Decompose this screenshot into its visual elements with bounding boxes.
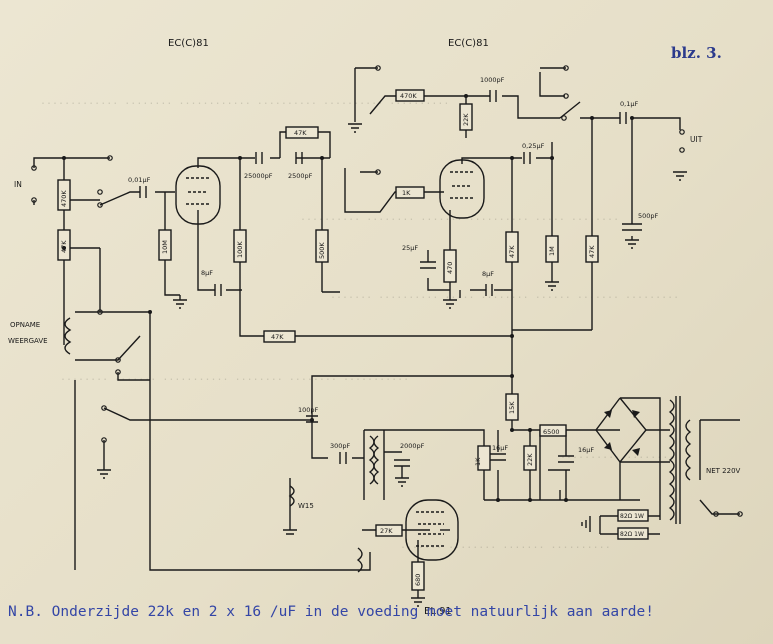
playback-label: WEERGAVE [8, 337, 48, 345]
label-r-15k: 15K [508, 401, 516, 414]
label-r-500k: 500K [318, 242, 326, 259]
label-c-16a: 16µF [492, 444, 508, 452]
handwritten-note: N.B. Onderzijde 22k en 2 x 16 /uF in de … [8, 604, 655, 620]
label-c-2000pf: 2000pF [400, 442, 425, 450]
input-label: IN [14, 180, 22, 189]
mains-label: NET 220V [706, 467, 741, 475]
label-c-100pf: 100pF [298, 406, 319, 414]
label-r-47k-fb: 47K [294, 129, 307, 137]
tube-v2-label: EC(C)81 [448, 38, 489, 49]
label-r-680: 680 [414, 574, 422, 586]
labels: EC(C)81 EC(C)81 EL 91 IN UIT NET 220V OP… [8, 38, 741, 617]
label-r-470k-top: 470K [400, 92, 417, 100]
tube-v2 [439, 159, 485, 219]
terminals [31, 65, 743, 517]
label-c-25000: 25000pF [244, 172, 273, 180]
output-label: UIT [690, 135, 703, 144]
tube-v3 [405, 499, 459, 561]
label-c-500pf: 500pF [638, 212, 659, 220]
label-r-47k-a2: 47K [508, 245, 516, 258]
tube-v1 [175, 165, 221, 225]
coils [64, 317, 692, 573]
label-r-47k-right: 47K [588, 245, 596, 258]
record-label: OPNAME [10, 321, 40, 329]
label-r-470: 470 [446, 262, 454, 274]
label-c-025: 0,25µF [522, 142, 545, 150]
label-c-8a: 8µF [201, 269, 213, 277]
coil-label: W15 [298, 502, 314, 510]
label-c-01-out: 0,1µF [620, 100, 638, 108]
label-r-47k-long: 47K [271, 333, 284, 341]
tube-v3-label: EL 91 [424, 606, 452, 617]
label-r-1k: 1K [402, 189, 411, 197]
label-r-grid1: 10M [161, 240, 169, 254]
label-r-6500: 6500 [543, 428, 560, 436]
label-r-22k-top: 22K [462, 113, 470, 126]
tube-v1-label: EC(C)81 [168, 38, 209, 49]
label-c-8b: 8µF [482, 270, 494, 278]
label-r-1m: 1M [548, 246, 556, 256]
label-c-in: 0,01µF [128, 176, 151, 184]
page-number: blz. 3. [671, 44, 722, 62]
label-c-2500: 2500pF [288, 172, 313, 180]
label-c-25uf: 25µF [402, 244, 418, 252]
label-r-in-top: 470K [60, 190, 68, 207]
label-r-in-bot: 47K [60, 240, 68, 253]
capacitors [139, 90, 642, 467]
label-r-22k-b: 22K [526, 453, 534, 466]
label-c-300pf: 300pF [330, 442, 351, 450]
resistors [57, 89, 649, 591]
label-c-16b: 16µF [578, 446, 594, 454]
label-r-27k: 27K [380, 527, 393, 535]
label-c-1000: 1000pF [480, 76, 505, 84]
ground-symbols [97, 123, 687, 607]
label-r-1k-b: 1K [474, 457, 482, 466]
label-r-anode1: 100K [236, 241, 244, 258]
bridge-rectifier [604, 410, 640, 456]
wires [33, 67, 740, 598]
label-r-82b: 82Ω 1W [620, 531, 644, 538]
label-r-82a: 82Ω 1W [620, 513, 644, 520]
